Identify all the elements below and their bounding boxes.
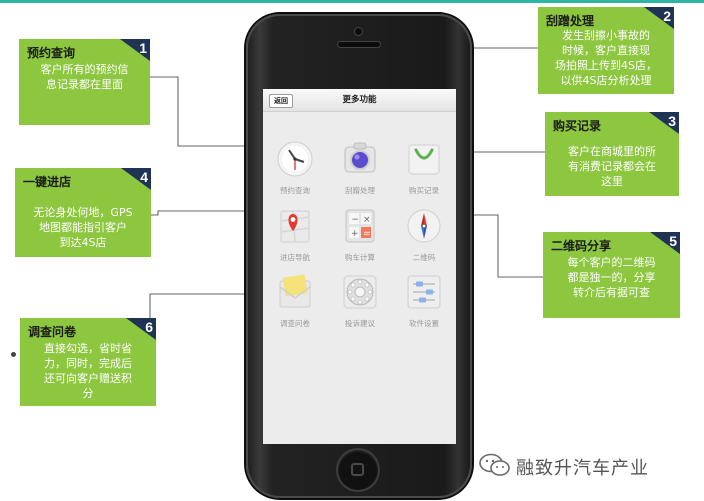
phone-device: 返回 更多功能 预约查询 刮蹭处理 (246, 14, 472, 498)
svg-text:+: + (351, 229, 359, 239)
callout-title: 购买记录 (553, 119, 602, 133)
tile-label: 刮蹭处理 (345, 186, 375, 195)
shopping-bag-icon (408, 144, 440, 175)
callout-number: 5 (669, 233, 677, 249)
svg-text:×: × (363, 215, 371, 225)
callout-desc-line: 力，同时，完成后 (44, 357, 132, 370)
tile-label: 二维码 (412, 253, 436, 262)
callout-scratch-handling: 2 刮蹭处理 发生刮擦小事故的 时候，客户直接现 场拍照上传到4S店， 以供4S… (538, 7, 674, 94)
tile-qr-code[interactable]: 二维码 (394, 206, 454, 266)
phone-screen: 返回 更多功能 预约查询 刮蹭处理 (263, 89, 456, 444)
corner-badge (121, 168, 151, 190)
clock-icon (277, 141, 313, 177)
callout-desc-line: 以供4S店分析处理 (560, 74, 652, 87)
callout-desc-line: 时候，客户直接现 (562, 44, 650, 57)
envelope-icon (279, 274, 311, 308)
tile-label: 预约查询 (280, 186, 310, 195)
callout-number: 2 (663, 8, 671, 24)
callout-desc-line: 息记录都在里面 (46, 78, 123, 91)
tile-label: 购车计算 (345, 253, 375, 262)
corner-badge (120, 39, 150, 61)
tile-store-navigation[interactable]: 进店导航 (265, 206, 325, 266)
tile-purchase-records[interactable]: 购买记录 (394, 139, 454, 199)
map-pin-icon (280, 210, 310, 243)
tile-label: 投诉建议 (345, 319, 375, 328)
callout-desc-line: 场拍照上传到4S店， (555, 59, 657, 72)
callout-title: 预约查询 (27, 46, 76, 60)
callout-desc-line: 直接勾选，省时省 (44, 342, 132, 355)
tile-label: 软件设置 (409, 319, 439, 328)
callout-desc-line: 客户所有的预约信 (40, 63, 129, 76)
back-button[interactable]: 返回 (269, 94, 293, 108)
watermark-text: 融致升汽车产业 (516, 458, 649, 479)
callout-title: 二维码分享 (551, 239, 612, 253)
callout-number: 6 (145, 319, 153, 335)
callout-desc-line: 这里 (601, 175, 623, 188)
top-accent-rule (0, 0, 704, 3)
callout-desc-line: 每个客户的二维码 (567, 256, 656, 269)
camera-icon (344, 142, 376, 173)
bullet-dot (11, 352, 16, 357)
callout-desc-line: 地图都能指引客户 (39, 221, 127, 234)
rotary-dial-icon (343, 275, 377, 309)
callout-desc-line: 到达4S店 (59, 236, 107, 249)
svg-text:−: − (352, 215, 360, 225)
callout-desc-line: 无论身处何地，GPS (33, 206, 133, 219)
tile-complaints[interactable]: 投诉建议 (330, 272, 390, 332)
watermark: 融致升汽车产业 (478, 452, 648, 479)
tile-label: 购买记录 (409, 186, 439, 195)
corner-badge (649, 112, 679, 134)
compass-icon (407, 209, 441, 243)
callout-survey: 6 调查问卷 直接勾选，省时省 力，同时，完成后 还可向客户赠送积 分 (20, 318, 156, 406)
callout-title: 刮蹭处理 (546, 14, 595, 28)
corner-badge (126, 318, 156, 340)
calculator-icon: − × + = (345, 209, 375, 243)
callout-number: 1 (139, 40, 147, 56)
callout-desc-line: 客户在商城里的所 (568, 145, 656, 158)
corner-badge (650, 232, 680, 254)
callout-desc-line: 发生刮擦小事故的 (562, 29, 650, 42)
front-camera-icon (355, 28, 362, 35)
speaker-grille (338, 42, 380, 47)
callout-desc-line: 分 (82, 387, 94, 400)
tile-label: 调查问卷 (280, 319, 310, 328)
callout-number: 4 (140, 169, 148, 185)
tile-survey[interactable]: 调查问卷 (265, 272, 325, 332)
svg-text:=: = (363, 229, 371, 239)
callout-title: 一键进店 (23, 175, 72, 189)
callout-purchase-records: 3 购买记录 客户在商城里的所 有消费记录都会在 这里 (545, 112, 679, 196)
tile-scratch-handling[interactable]: 刮蹭处理 (330, 139, 390, 199)
tile-appointment-query[interactable]: 预约查询 (265, 139, 325, 199)
callout-desc-line: 有消费记录都会在 (568, 160, 656, 173)
settings-sliders-icon (407, 275, 441, 309)
callout-qr-share: 5 二维码分享 每个客户的二维码 都是独一的，分享 转介后有据可查 (543, 232, 680, 318)
tile-settings[interactable]: 软件设置 (394, 272, 454, 332)
callout-one-click-store: 4 一键进店 无论身处何地，GPS 地图都能指引客户 到达4S店 (15, 168, 151, 257)
callout-number: 3 (668, 113, 676, 129)
page-title: 更多功能 (342, 95, 377, 105)
callout-desc-line: 转介后有据可查 (573, 286, 650, 299)
app-header: 返回 更多功能 (263, 89, 456, 112)
callout-appointment-query: 1 预约查询 客户所有的预约信 息记录都在里面 (19, 39, 150, 125)
callout-desc-line: 都是独一的，分享 (567, 271, 656, 284)
callout-title: 调查问卷 (28, 325, 77, 339)
callout-desc-line: 还可向客户赠送积 (44, 372, 132, 385)
tile-label: 进店导航 (280, 253, 310, 262)
wechat-icon (479, 453, 510, 476)
corner-badge (644, 7, 674, 29)
home-button[interactable] (338, 450, 378, 490)
tile-car-calculator[interactable]: − × + = 购车计算 (330, 206, 390, 266)
